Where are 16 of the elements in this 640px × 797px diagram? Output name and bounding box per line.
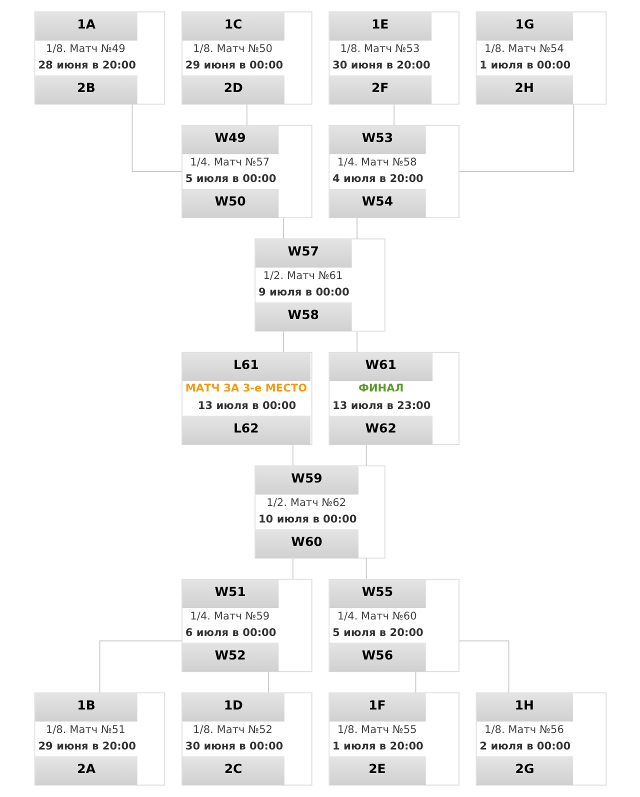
connector bbox=[414, 671, 416, 693]
connector bbox=[292, 444, 293, 466]
connector bbox=[393, 104, 394, 126]
connector bbox=[365, 444, 366, 466]
connector bbox=[356, 331, 358, 353]
connector bbox=[365, 558, 366, 580]
connector bbox=[131, 104, 182, 172]
connector bbox=[268, 671, 269, 693]
connector bbox=[98, 640, 182, 694]
connector bbox=[282, 331, 284, 353]
connector bbox=[458, 104, 574, 172]
connector bbox=[458, 640, 509, 694]
connector bbox=[292, 558, 293, 580]
connector bbox=[246, 104, 247, 126]
connector bbox=[356, 218, 358, 240]
connector bbox=[282, 218, 284, 240]
